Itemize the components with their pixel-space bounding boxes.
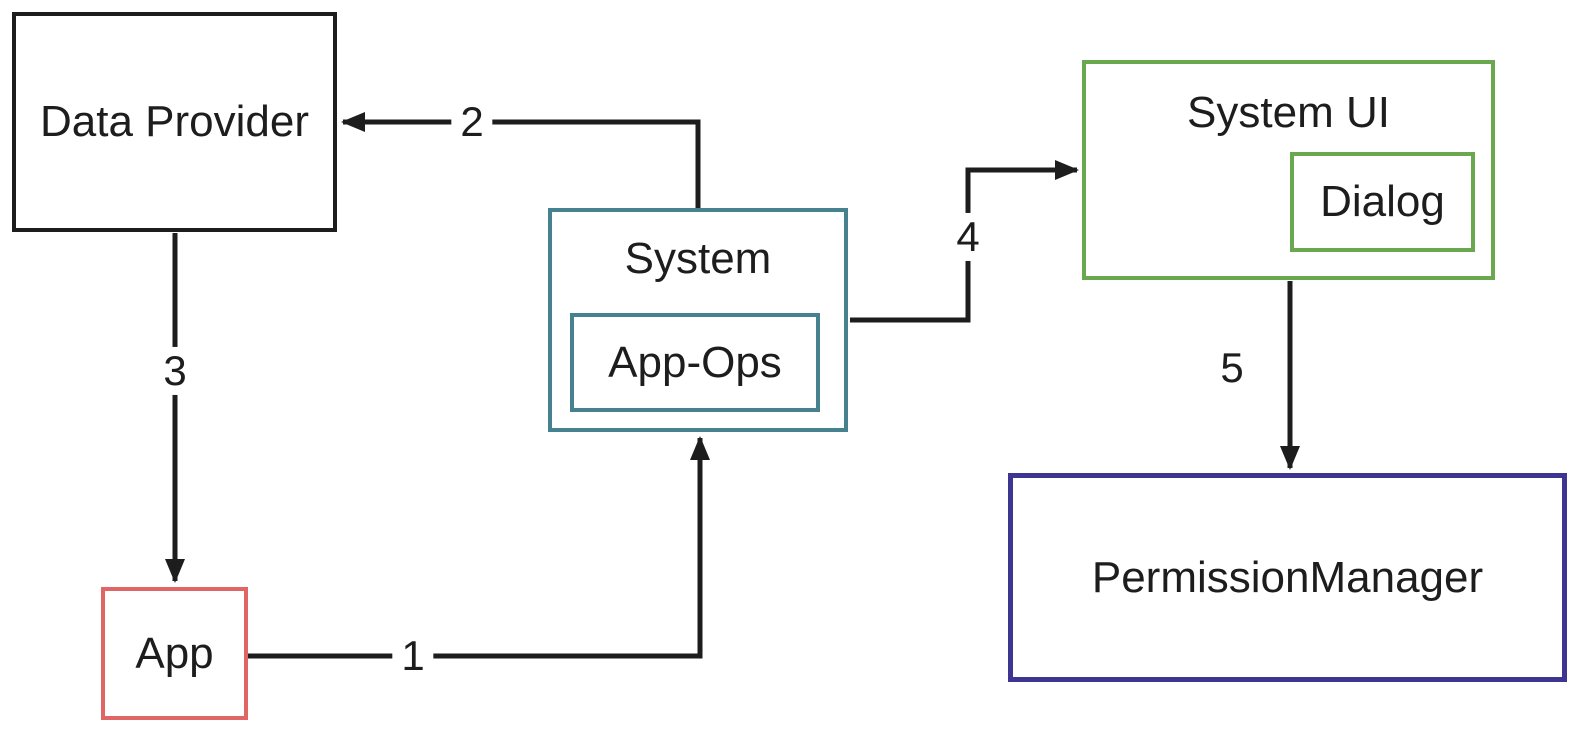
node-dialog-label: Dialog [1320, 177, 1445, 226]
node-app-ops: App-Ops [570, 313, 820, 412]
node-permission-manager-label: PermissionManager [1091, 552, 1484, 602]
node-data-provider-label: Data Provider [39, 97, 309, 146]
arrow-1-app-to-system [248, 436, 710, 659]
node-app-label: App [135, 628, 214, 678]
node-app-ops-label: App-Ops [608, 337, 782, 387]
edge-label-3: 3 [154, 346, 196, 396]
edge-label-1: 1 [392, 631, 434, 681]
node-app: App [101, 587, 248, 720]
node-system-label: System [624, 234, 772, 283]
edge-label-2: 2 [451, 97, 493, 147]
arrow-2-system-to-data-provider [341, 112, 701, 209]
node-system-ui: System UI Dialog [1082, 60, 1495, 280]
node-data-provider: Data Provider [12, 12, 337, 232]
node-system-ui-label: System UI [1187, 88, 1390, 137]
edge-label-5: 5 [1211, 343, 1253, 393]
node-system: System App-Ops [548, 208, 848, 432]
node-dialog: Dialog [1290, 152, 1475, 252]
edge-label-4: 4 [947, 212, 989, 262]
node-permission-manager: PermissionManager [1008, 473, 1567, 682]
